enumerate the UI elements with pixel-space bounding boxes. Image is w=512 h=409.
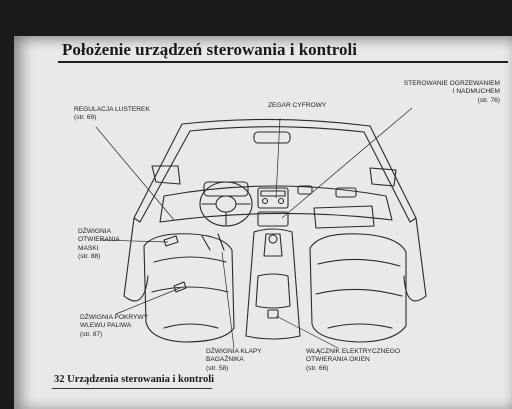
callout-fuel-door-label-2: WLEWU PALIWA — [80, 322, 132, 330]
dashboard — [159, 185, 393, 223]
callout-hood-release-label-1: DŹWIGNIA — [78, 228, 111, 235]
callout-heating-label-2: I NADMUCHEM — [452, 88, 500, 96]
rearview-mirror — [253, 131, 291, 144]
leader-mirror-adjust — [95, 126, 175, 221]
a-pillar-right — [363, 125, 417, 223]
side-mirror-right — [369, 167, 397, 187]
windshield-frame — [181, 118, 371, 127]
leader-power-windows — [275, 315, 339, 349]
callout-trunk-release-label-2: BAGAŻNIKA — [206, 356, 244, 364]
callout-fuel-door-ref: (str. 87) — [80, 330, 103, 338]
door-right — [403, 217, 427, 302]
callout-fuel-door-label-1: DŹWIGNIA POKRYWY — [80, 314, 149, 321]
callout-mirror-adjust-ref: (str. 69) — [74, 114, 97, 122]
callout-digital-clock: ZEGAR CYFROWY — [268, 102, 326, 110]
a-pillar-left — [133, 123, 191, 223]
side-mirror-left — [151, 165, 181, 185]
passenger-seat — [309, 233, 407, 343]
callout-heating: STEROWANIE OGRZEWANIEM I NADMUCHEM (str.… — [394, 80, 500, 105]
callout-digital-clock-label: ZEGAR CYFROWY — [268, 102, 327, 109]
callout-hood-release-label-2: OTWIERANIA — [78, 236, 120, 244]
callout-fuel-door: DŹWIGNIA POKRYWY WLEWU PALIWA (str. 87) — [80, 314, 148, 339]
callout-power-windows-ref: (str. 66) — [306, 364, 329, 372]
callout-mirror-adjust: REGULACJA LUSTEREK (str. 69) — [74, 106, 150, 123]
callout-power-windows-label-1: WŁĄCZNIK ELEKTRYCZNEGO — [306, 348, 401, 355]
leader-digital-clock — [275, 117, 281, 199]
instrument-cluster — [203, 181, 249, 197]
door-left — [123, 217, 149, 302]
callout-heating-label-1: STEROWANIE OGRZEWANIEM — [403, 80, 500, 87]
callout-trunk-release-ref: (str. 58) — [206, 364, 229, 372]
center-console — [245, 228, 301, 340]
glove-box — [313, 205, 375, 229]
callout-heating-ref: (str. 76) — [477, 96, 500, 104]
climate-panel — [257, 211, 289, 227]
callout-power-windows: WŁĄCZNIK ELEKTRYCZNEGO OTWIERANIA OKIEN … — [306, 348, 400, 373]
leader-trunk-release — [221, 251, 235, 349]
windshield-inner — [189, 126, 365, 133]
radio-unit — [257, 187, 289, 209]
callout-hood-release: DŹWIGNIA OTWIERANIA MASKI (str. 88) — [78, 228, 120, 262]
power-window-switch — [267, 309, 279, 319]
leader-heating — [281, 107, 413, 219]
hood-release-lever — [163, 235, 179, 247]
gear-shifter — [263, 233, 283, 257]
callout-mirror-adjust-label: REGULACJA LUSTEREK — [74, 106, 150, 113]
manual-page: Położenie urządzeń sterowania i kontroli — [14, 36, 512, 409]
car-interior-illustration — [95, 107, 427, 349]
driver-seat — [143, 233, 235, 343]
callout-trunk-release-label-1: DŹWIGNIA KLAPY — [206, 348, 262, 355]
page-footer: 32 Urządzenia sterowania i kontroli — [54, 374, 215, 385]
title-underline — [58, 61, 508, 63]
callout-hood-release-label-3: MASKI — [78, 244, 99, 252]
callout-trunk-release: DŹWIGNIA KLAPY BAGAŻNIKA (str. 58) — [206, 348, 262, 373]
leader-hood-release — [99, 239, 169, 243]
leader-fuel-door — [115, 287, 181, 315]
callout-hood-release-ref: (str. 88) — [78, 253, 101, 261]
callout-power-windows-label-2: OTWIERANIA OKIEN — [306, 356, 370, 364]
footer-rule — [52, 388, 212, 389]
page-title: Położenie urządzeń sterowania i kontroli — [62, 40, 357, 59]
